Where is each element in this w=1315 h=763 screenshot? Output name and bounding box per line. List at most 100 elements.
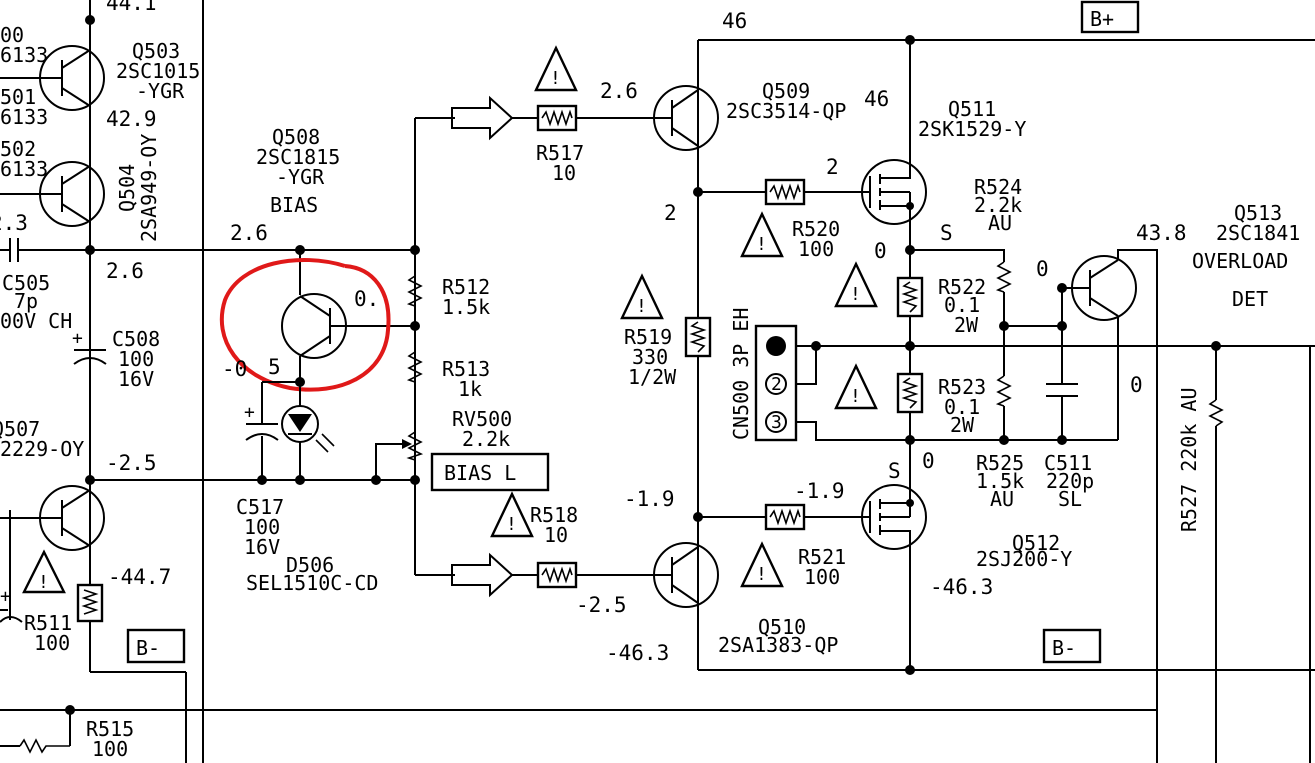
connector-cn500: 2 3 bbox=[754, 324, 910, 442]
q503-type: 2SC1015 bbox=[116, 59, 200, 83]
svg-text:+: + bbox=[244, 402, 255, 423]
resistor-r513 bbox=[406, 351, 423, 383]
r523-name: R523 bbox=[938, 375, 986, 399]
r525-type: AU bbox=[990, 487, 1014, 511]
voltage-2-6-q508: 2.6 bbox=[230, 221, 268, 245]
resistor-r512 bbox=[406, 275, 423, 307]
voltage-2-6-left: 2.6 bbox=[106, 259, 144, 283]
capacitor-c505 bbox=[0, 238, 415, 262]
c505-value: 7p bbox=[14, 289, 38, 313]
warning-triangle-icon: ! bbox=[834, 363, 878, 410]
q500-type: 6133 bbox=[0, 43, 48, 67]
r513-name: R513 bbox=[442, 357, 490, 381]
q502-type: 6133 bbox=[0, 157, 48, 181]
q508-role: BIAS bbox=[270, 193, 318, 217]
svg-text:!: ! bbox=[850, 386, 861, 407]
svg-text:!: ! bbox=[506, 514, 517, 535]
hollow-arrow-icon bbox=[451, 95, 514, 141]
r524-name: R524 bbox=[974, 175, 1022, 199]
fusible-resistor-icon bbox=[896, 276, 924, 318]
r525-name: R525 bbox=[976, 451, 1024, 475]
r522-rating: 2W bbox=[954, 313, 979, 337]
c517-name: C517 bbox=[236, 495, 284, 519]
r520-value: 100 bbox=[798, 237, 834, 261]
q512-type: 2SJ200-Y bbox=[976, 547, 1072, 571]
c511-type: SL bbox=[1058, 487, 1082, 511]
c511-name: C511 bbox=[1044, 451, 1092, 475]
d506-name: D506 bbox=[286, 553, 334, 577]
c508-value: 100 bbox=[118, 347, 154, 371]
q500-label: 00 bbox=[0, 23, 24, 47]
c508-name: C508 bbox=[112, 327, 160, 351]
led-d506 bbox=[281, 382, 335, 480]
source-label-top: S bbox=[940, 221, 953, 245]
transistor-q513 bbox=[1062, 249, 1158, 763]
r519-value: 330 bbox=[632, 345, 668, 369]
rv500-value: 2.2k bbox=[462, 427, 510, 451]
warning-triangle-icon: ! bbox=[740, 541, 784, 588]
fusible-resistor-icon bbox=[896, 372, 924, 414]
b-minus-right-label: B- bbox=[1052, 636, 1076, 660]
r521-value: 100 bbox=[804, 565, 840, 589]
transistor-q507 bbox=[0, 485, 105, 551]
b-minus-left-label: B- bbox=[136, 636, 160, 660]
voltage-neg2-5-q510: -2.5 bbox=[576, 593, 627, 617]
q509-type: 2SC3514-QP bbox=[726, 99, 846, 123]
voltage-neg46-3-q512: -46.3 bbox=[930, 575, 993, 599]
r515-name: R515 bbox=[86, 717, 134, 741]
output-section: 2 3 ! ! ! ! ! ! bbox=[490, 0, 1315, 763]
q513-role-overload: OVERLOAD bbox=[1192, 249, 1288, 273]
q513-role-det: DET bbox=[1232, 287, 1268, 311]
q504-name: Q504 bbox=[115, 164, 139, 212]
svg-text:!: ! bbox=[38, 572, 49, 593]
mosfet-q511 bbox=[861, 159, 927, 225]
voltage-0-q513-base: 0 bbox=[1036, 257, 1049, 281]
svg-text:!: ! bbox=[636, 296, 647, 317]
voltage-42-9: 42.9 bbox=[106, 107, 157, 131]
source-label-bottom: S bbox=[888, 459, 901, 483]
voltage-2-node: 2 bbox=[664, 201, 677, 225]
transistor-q508 bbox=[281, 293, 415, 382]
c517-value: 100 bbox=[244, 515, 280, 539]
voltage-2-6-q509: 2.6 bbox=[600, 79, 638, 103]
b-plus-label: B+ bbox=[1090, 7, 1114, 31]
q509-name: Q509 bbox=[762, 79, 810, 103]
q508-grade: -YGR bbox=[276, 165, 325, 189]
c508-rating: 16V bbox=[118, 367, 154, 391]
q507-type: 2229-OY bbox=[0, 437, 84, 461]
rv500-name: RV500 bbox=[452, 407, 512, 431]
q501-label: 501 bbox=[0, 85, 36, 109]
q513-type: 2SC1841 bbox=[1216, 221, 1300, 245]
svg-text:!: ! bbox=[756, 564, 767, 585]
r524-value: 2.2k bbox=[974, 193, 1022, 217]
bias-l-box bbox=[430, 452, 550, 492]
q507-name: Q507 bbox=[0, 417, 40, 441]
r520-name: R520 bbox=[792, 217, 840, 241]
voltage-2-gate: 2 bbox=[826, 155, 839, 179]
voltage-neg44-7: -44.7 bbox=[108, 565, 171, 589]
potentiometer-rv500 bbox=[375, 431, 424, 480]
fusible-resistor-icon bbox=[536, 104, 578, 132]
cn500-pin3: 3 bbox=[771, 412, 782, 433]
c505-name: C505 bbox=[2, 271, 50, 295]
r518-value: 10 bbox=[544, 523, 568, 547]
voltage-0-s-top: 0 bbox=[874, 239, 887, 263]
q508-name: Q508 bbox=[272, 125, 320, 149]
warning-triangle-icon: ! bbox=[22, 549, 66, 594]
q503-name: Q503 bbox=[132, 39, 180, 63]
r521-name: R521 bbox=[798, 545, 846, 569]
r519-name: R519 bbox=[624, 325, 672, 349]
d506-type: SEL1510C-CD bbox=[246, 571, 378, 595]
left-section: + + ! B- 44.1 00 6133 501 6133 502 6 bbox=[0, 0, 1157, 763]
warning-triangle-icon: ! bbox=[740, 211, 784, 258]
svg-text:!: ! bbox=[550, 68, 561, 89]
voltage-44-1: 44.1 bbox=[106, 0, 157, 15]
transistor-q510 bbox=[650, 542, 719, 608]
r523-value: 0.1 bbox=[944, 395, 980, 419]
voltage-2-3: 2.3 bbox=[0, 211, 28, 235]
warning-triangle-icon: ! bbox=[490, 491, 534, 538]
q510-type: 2SA1383-QP bbox=[718, 633, 838, 657]
cn500-pin2: 2 bbox=[771, 374, 782, 395]
capacitor-c508: + bbox=[72, 328, 107, 365]
